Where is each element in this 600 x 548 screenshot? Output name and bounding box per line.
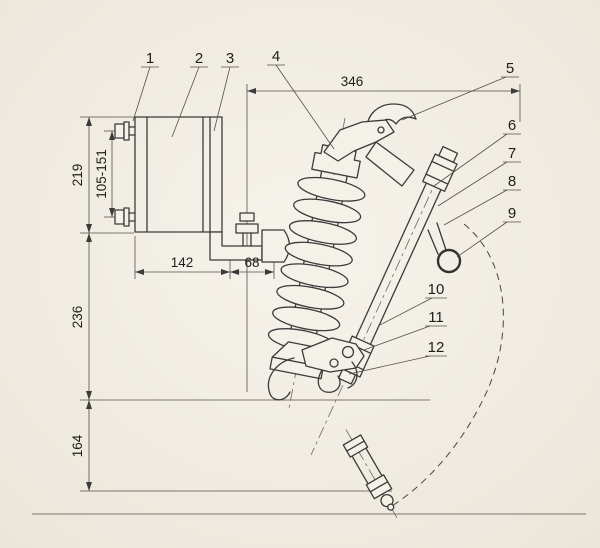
part-label-11: 11 bbox=[428, 309, 444, 326]
fuse-tube-tip bbox=[337, 368, 357, 385]
pull-ring bbox=[427, 222, 462, 274]
part-label-4: 4 bbox=[272, 48, 280, 65]
part-label-1: 1 bbox=[146, 50, 154, 67]
contact-link bbox=[365, 141, 415, 187]
dim-164: 164 bbox=[70, 434, 85, 457]
part-label-3: 3 bbox=[226, 50, 234, 67]
mounting-bolt-top bbox=[114, 121, 136, 141]
dim-219: 219 bbox=[70, 164, 85, 187]
part-labels: 1 2 3 4 5 6 7 8 9 10 11 12 bbox=[146, 48, 516, 356]
dimension-lines bbox=[86, 88, 520, 491]
lower-contact-hook bbox=[267, 357, 295, 401]
part-label-12: 12 bbox=[428, 339, 445, 356]
swing-arc bbox=[391, 223, 504, 507]
dim-236: 236 bbox=[70, 306, 85, 329]
clamp-stud-head bbox=[239, 212, 255, 222]
upper-contact-assembly bbox=[323, 103, 417, 187]
part-label-10: 10 bbox=[428, 281, 445, 298]
mounting-bracket bbox=[114, 116, 223, 233]
hinge-pin-small bbox=[329, 358, 339, 368]
hinge-hook bbox=[317, 369, 341, 393]
mounting-bolt-bottom bbox=[114, 207, 136, 227]
dim-68: 68 bbox=[244, 255, 259, 270]
top-casting bbox=[323, 119, 395, 162]
dimension-texts: 346 219 105-151 142 68 236 164 bbox=[70, 74, 363, 457]
support-arm bbox=[209, 212, 291, 263]
dim-142: 142 bbox=[171, 255, 194, 270]
part-label-8: 8 bbox=[508, 173, 516, 190]
part-label-6: 6 bbox=[508, 117, 516, 134]
dim-105-151: 105-151 bbox=[94, 149, 109, 199]
part-label-5: 5 bbox=[506, 60, 514, 77]
part-label-leaders bbox=[132, 64, 521, 375]
hinge-assembly bbox=[267, 337, 365, 401]
dim-346: 346 bbox=[341, 74, 364, 89]
fuse-tube-top-ferrule bbox=[422, 153, 458, 192]
part-label-7: 7 bbox=[508, 145, 516, 162]
part-label-2: 2 bbox=[195, 50, 203, 67]
hinge-pin bbox=[341, 345, 355, 359]
reference-lines bbox=[32, 84, 586, 515]
clamp-stud-nut bbox=[235, 223, 259, 234]
part-label-9: 9 bbox=[508, 205, 516, 222]
contact-bolt bbox=[377, 126, 385, 134]
fuse-holder-dropped bbox=[342, 429, 398, 519]
